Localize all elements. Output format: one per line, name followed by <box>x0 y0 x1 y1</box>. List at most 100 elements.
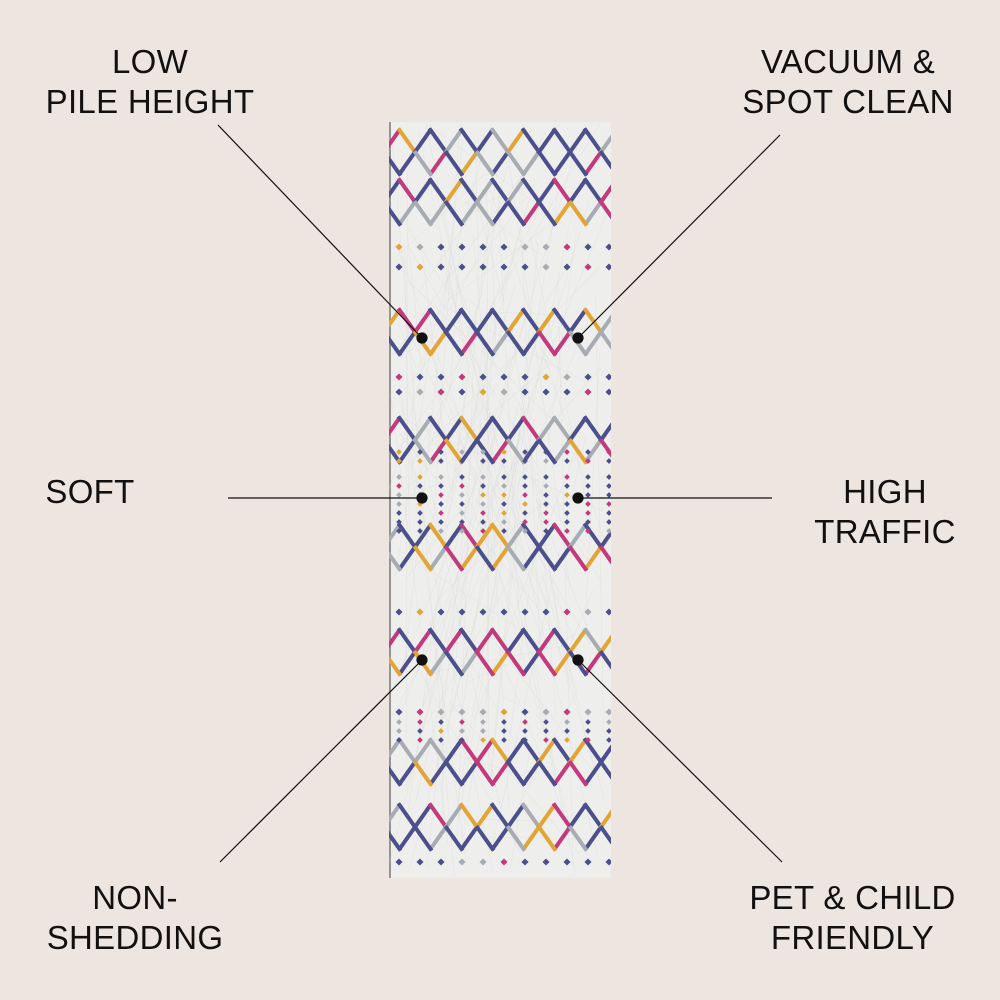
callout-line-pet-child <box>577 659 783 863</box>
rug-motif <box>417 728 423 734</box>
rug-motif <box>458 858 466 866</box>
rug-motif <box>605 243 611 251</box>
rug-motif <box>489 759 511 787</box>
rug-motif <box>551 149 573 177</box>
rug-motif <box>584 608 592 616</box>
rug-motif <box>505 415 527 443</box>
rug-motif <box>606 510 611 516</box>
label-line: FRIENDLY <box>770 919 935 956</box>
rug-motif <box>459 483 465 489</box>
label-line: SPOT CLEAN <box>742 83 954 120</box>
rug-motif <box>605 373 611 381</box>
rug-motif <box>606 483 611 489</box>
rug-motif <box>474 544 496 572</box>
rug-motif <box>582 329 604 357</box>
rug-motif <box>598 184 611 205</box>
rug-motif <box>443 737 465 765</box>
rug-motif <box>396 728 402 734</box>
rug-motif <box>489 544 511 572</box>
rug-motif <box>474 127 496 155</box>
rug-motif <box>458 649 480 677</box>
rug-motif <box>505 649 527 677</box>
rug-motif <box>458 708 466 716</box>
rug-motif <box>522 528 528 534</box>
rug-motif <box>606 728 611 734</box>
rug-motif <box>598 199 611 220</box>
rug-motif <box>480 528 486 534</box>
rug-motif <box>522 492 528 498</box>
rug-motif <box>505 627 527 655</box>
rug-motif <box>543 483 549 489</box>
rug-motif <box>389 415 403 437</box>
rug-motif <box>582 544 604 572</box>
rug-motif <box>522 449 528 455</box>
rug-motif <box>474 199 496 227</box>
rug-motif <box>521 373 529 381</box>
rug-motif <box>489 415 511 443</box>
rug-motif <box>585 492 591 498</box>
rug-motif <box>606 519 611 525</box>
rug-motif <box>543 501 549 507</box>
rug-motif <box>551 177 573 205</box>
rug-motif <box>389 155 403 177</box>
rug-motif <box>567 307 589 335</box>
rug-motif <box>521 263 529 271</box>
rug-motif <box>458 149 480 177</box>
rug-motif <box>443 759 465 787</box>
rug-motif <box>438 528 444 534</box>
rug-motif <box>389 655 403 677</box>
rug-motif <box>522 728 528 734</box>
rug-motif <box>479 388 487 396</box>
rug-motif <box>501 728 507 734</box>
rug-motif <box>501 510 507 516</box>
rug-motif <box>443 522 465 550</box>
rug-motif <box>427 544 449 572</box>
rug-motif <box>437 608 445 616</box>
rug-motif <box>480 519 486 525</box>
rug-motif <box>396 719 402 725</box>
rug-motif <box>567 149 589 177</box>
rug-motif <box>458 437 480 465</box>
rug-motif <box>542 608 550 616</box>
rug-motif <box>459 510 465 516</box>
rug-motif <box>474 415 496 443</box>
rug-motif <box>396 759 418 787</box>
rug-motif <box>412 737 434 765</box>
rug-motif <box>396 737 402 743</box>
rug-motif <box>598 544 611 565</box>
rug-motif <box>522 719 528 725</box>
rug-motif <box>459 492 465 498</box>
rug-motif <box>563 263 571 271</box>
rug-motif <box>412 415 434 443</box>
callout-dot <box>572 492 584 504</box>
rug-motif <box>443 544 465 572</box>
rug-motif <box>500 708 508 716</box>
rug-motif <box>396 329 418 357</box>
rug-motif <box>567 522 589 550</box>
rug-motif <box>542 858 550 866</box>
rug-motif <box>458 127 480 155</box>
rug-motif <box>417 737 423 743</box>
rug-motif <box>416 858 424 866</box>
rug-motif <box>520 802 542 830</box>
rug-motif <box>567 759 589 787</box>
rug-motif <box>582 149 604 177</box>
rug-motif <box>567 199 589 227</box>
rug-motif <box>536 199 558 227</box>
rug-motif <box>521 708 529 716</box>
rug-motif <box>563 608 571 616</box>
rug-motif <box>551 627 573 655</box>
callout-dot <box>572 332 584 344</box>
rug-motif <box>479 858 487 866</box>
rug-motif <box>396 199 418 227</box>
rug-motif <box>563 388 571 396</box>
rug-motif <box>474 627 496 655</box>
rug-motif <box>585 458 591 464</box>
rug-motif <box>389 765 403 787</box>
rug-motif <box>505 544 527 572</box>
rug-motif <box>427 127 449 155</box>
rug-motif <box>396 824 418 852</box>
rug-motif <box>598 744 611 765</box>
rug-motif <box>417 528 423 534</box>
rug-motif <box>605 708 611 716</box>
